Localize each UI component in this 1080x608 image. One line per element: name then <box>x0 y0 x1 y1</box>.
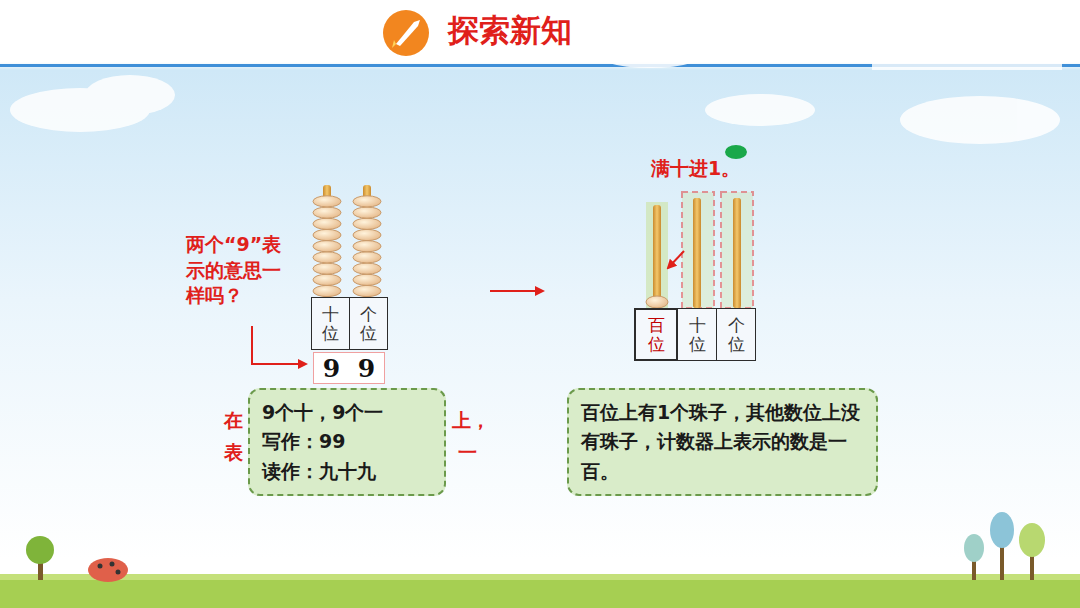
node-text: 写作：99 <box>262 427 432 456</box>
place-box: 个位 <box>716 308 756 361</box>
node-text: 十位 <box>689 316 706 353</box>
dashed-frame <box>682 192 714 308</box>
abacus-bead <box>313 196 341 207</box>
hidden-text: 表 <box>224 440 243 466</box>
carry-arrow <box>668 251 684 268</box>
abacus-bead <box>353 207 381 218</box>
hundreds-highlight <box>646 202 668 308</box>
abacus-bead <box>353 274 381 285</box>
abacus-bead <box>313 252 341 263</box>
question-callout: 两个“9”表示的意思一样吗？ <box>186 232 294 309</box>
trees <box>26 512 1045 580</box>
node-text: 读作：九十九 <box>262 457 432 486</box>
node-text: 个位 <box>360 305 377 342</box>
abacus-rod <box>693 198 701 308</box>
green-dot <box>725 145 747 159</box>
dashed-frame <box>721 192 753 308</box>
abacus-bead <box>353 252 381 263</box>
rocket-icon <box>383 10 429 56</box>
node-text: 十位 <box>322 305 339 342</box>
abacus-bead <box>646 296 668 308</box>
abacus-bead <box>313 285 341 296</box>
node-text: 9个十，9个一 <box>262 398 432 427</box>
abacus-bead <box>313 218 341 229</box>
clouds <box>10 32 1060 144</box>
node-text: 百位上有1个珠子，其他数位上没有珠子，计数器上表示的数是一百。 <box>581 398 864 486</box>
abacus-bead <box>313 229 341 240</box>
place-box: 百位 <box>634 308 678 361</box>
abacus-rod <box>733 198 741 308</box>
hidden-text: 一 <box>458 440 477 466</box>
node-text: 9 <box>358 354 375 383</box>
abacus-bead <box>353 241 381 252</box>
slide-title: 探索新知 <box>448 10 572 52</box>
grass <box>0 578 1080 608</box>
place-box: 十位 <box>677 308 717 361</box>
abacus-bead <box>313 207 341 218</box>
abacus-bead <box>353 263 381 274</box>
ladybug <box>88 558 128 582</box>
node-text: 个位 <box>728 316 745 353</box>
info-box: 百位上有1个珠子，其他数位上没有珠子，计数器上表示的数是一百。 <box>567 388 878 496</box>
abacus-bead <box>313 274 341 285</box>
hidden-text: 上， <box>452 408 490 434</box>
place-box: 个位 <box>349 297 388 350</box>
abacus-bead <box>353 285 381 296</box>
rule-note: 满十进1。 <box>651 156 791 182</box>
abacus-bead <box>353 218 381 229</box>
digit-box: 99 <box>313 352 385 384</box>
abacus-beads <box>313 196 381 297</box>
abacus-bead <box>353 196 381 207</box>
hidden-text: 在 <box>224 408 243 434</box>
abacus-rod <box>653 205 661 308</box>
place-box: 十位 <box>311 297 350 350</box>
info-box: 9个十，9个一写作：99读作：九十九 <box>248 388 446 496</box>
abacus-bead <box>313 241 341 252</box>
abacus-bead <box>313 263 341 274</box>
node-text: 9 <box>323 354 340 383</box>
leader-arrow <box>252 326 306 364</box>
transition-arrow <box>490 290 543 292</box>
node-text: 百位 <box>648 316 665 353</box>
abacus-bead <box>353 229 381 240</box>
